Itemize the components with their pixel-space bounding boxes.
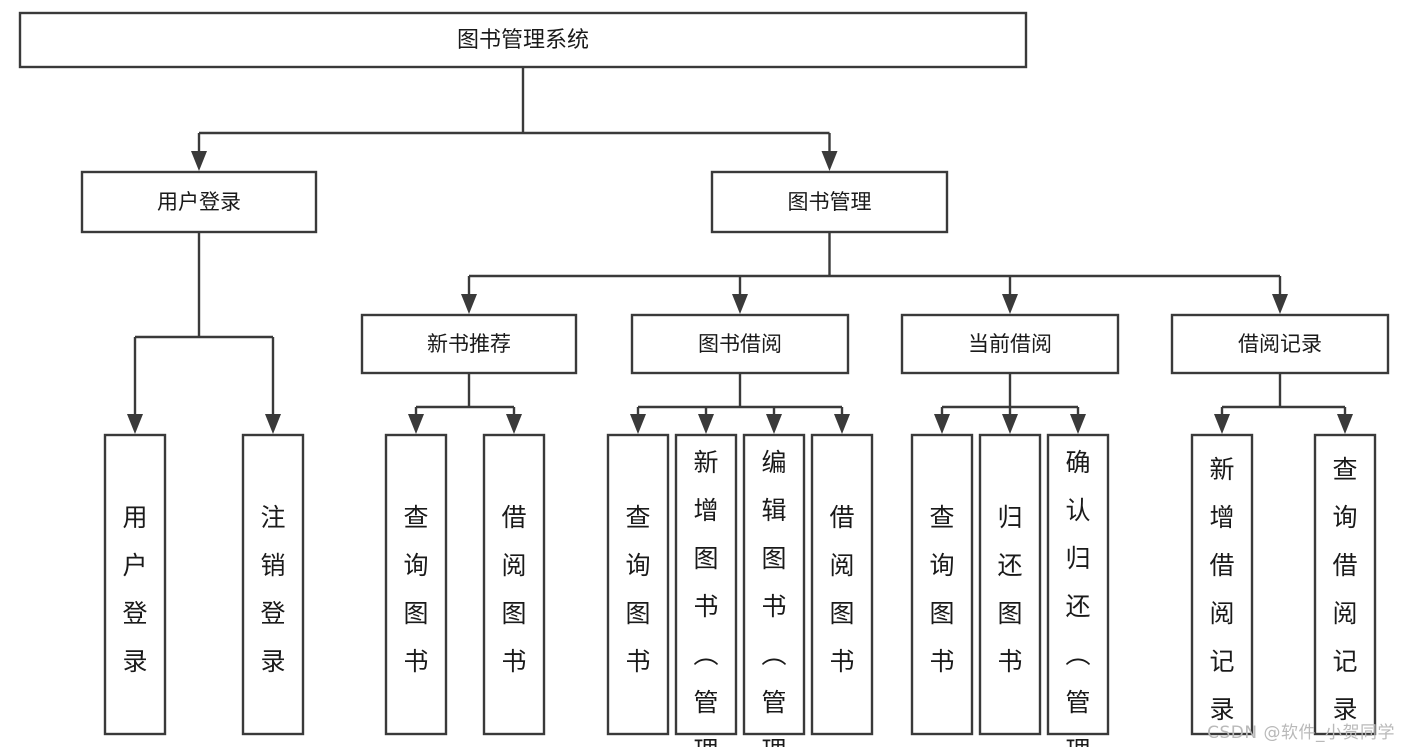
arrow-head-icon [1070, 414, 1086, 434]
arrow-head-icon [834, 414, 850, 434]
leaf-box-leaf-user-login[interactable] [103, 433, 167, 736]
leaf-label-leaf-query-book-2: 查询图书 [625, 503, 650, 676]
leaf-box-leaf-query-record[interactable] [1313, 433, 1377, 736]
leaf-node-leaf-query-book-3[interactable]: 查询图书 [910, 433, 974, 736]
level3-label-borrow-record: 借阅记录 [1238, 332, 1322, 356]
node-box-undefined[interactable] [18, 11, 1028, 69]
arrow-head-icon [821, 151, 838, 171]
level3-label-current-borrow: 当前借阅 [968, 332, 1052, 356]
leaf-node-leaf-add-record[interactable]: 新增借阅记录 [1190, 433, 1254, 736]
leaf-label-leaf-return-book: 归还图书 [997, 503, 1022, 676]
node-book-borrow[interactable]: 图书借阅 [630, 313, 850, 375]
root-label-undefined: 图书管理系统 [457, 28, 589, 53]
leaf-node-leaf-return-book[interactable]: 归还图书 [978, 433, 1042, 736]
level3-label-book-borrow: 图书借阅 [698, 332, 782, 356]
node-box-book-manage[interactable] [710, 170, 949, 234]
arrow-head-icon [265, 414, 281, 434]
arrow-head-icon [1337, 414, 1353, 434]
leaf-box-leaf-borrow-book-2[interactable] [810, 433, 874, 736]
leaf-label-leaf-user-login: 用户登录 [122, 503, 147, 676]
level2-label-book-manage: 图书管理 [788, 190, 872, 214]
arrow-head-icon [1214, 414, 1230, 434]
leaf-node-leaf-edit-book[interactable]: 编辑图书︵管理员︶ [742, 433, 806, 747]
level2-label-user-login: 用户登录 [157, 190, 241, 214]
node-current-borrow[interactable]: 当前借阅 [900, 313, 1120, 375]
leaf-node-leaf-confirm-return[interactable]: 确认归还︵管理员︶ [1046, 433, 1110, 747]
leaf-box-leaf-user-logout[interactable] [241, 433, 305, 736]
node-boxes-group: 图书管理系统用户登录图书管理新书推荐图书借阅当前借阅借阅记录用户登录注销登录查询… [18, 11, 1390, 747]
leaf-label-leaf-add-book: 新增图书︵管理员︶ [693, 448, 718, 747]
node-box-current-borrow[interactable] [900, 313, 1120, 375]
leaf-label-leaf-confirm-return: 确认归还︵管理员︶ [1065, 448, 1090, 747]
node-undefined[interactable]: 图书管理系统 [18, 11, 1028, 69]
leaf-node-leaf-user-logout[interactable]: 注销登录 [241, 433, 305, 736]
leaf-label-leaf-borrow-book-2: 借阅图书 [829, 503, 854, 676]
arrow-head-icon [408, 414, 424, 434]
arrow-head-icon [461, 294, 477, 314]
leaf-label-leaf-edit-book: 编辑图书︵管理员︶ [761, 448, 786, 747]
arrow-head-icon [630, 414, 646, 434]
arrow-head-icon [1002, 414, 1018, 434]
level3-label-new-book-rec: 新书推荐 [427, 332, 511, 356]
leaf-node-leaf-query-book-2[interactable]: 查询图书 [606, 433, 670, 736]
node-new-book-rec[interactable]: 新书推荐 [360, 313, 578, 375]
arrow-head-icon [934, 414, 950, 434]
leaf-node-leaf-user-login[interactable]: 用户登录 [103, 433, 167, 736]
node-box-user-login[interactable] [80, 170, 318, 234]
leaf-node-leaf-borrow-book-1[interactable]: 借阅图书 [482, 433, 546, 736]
csdn-watermark: CSDN @软件_小贺同学 [1207, 723, 1395, 743]
leaf-box-leaf-add-record[interactable] [1190, 433, 1254, 736]
arrow-head-icon [1002, 294, 1018, 314]
leaf-box-leaf-query-book-2[interactable] [606, 433, 670, 736]
leaf-box-leaf-confirm-return[interactable] [1046, 433, 1110, 736]
node-box-book-borrow[interactable] [630, 313, 850, 375]
leaf-box-leaf-query-book-3[interactable] [910, 433, 974, 736]
leaf-node-leaf-query-book-1[interactable]: 查询图书 [384, 433, 448, 736]
node-user-login[interactable]: 用户登录 [80, 170, 318, 234]
leaf-node-leaf-add-book[interactable]: 新增图书︵管理员︶ [674, 433, 738, 747]
leaf-box-leaf-add-book[interactable] [674, 433, 738, 736]
connector-lines-group [127, 67, 1353, 434]
node-borrow-record[interactable]: 借阅记录 [1170, 313, 1390, 375]
node-book-manage[interactable]: 图书管理 [710, 170, 949, 234]
leaf-label-leaf-query-record: 查询借阅记录 [1332, 455, 1357, 724]
node-box-borrow-record[interactable] [1170, 313, 1390, 375]
arrow-head-icon [732, 294, 748, 314]
arrow-head-icon [191, 151, 207, 171]
leaf-label-leaf-query-book-3: 查询图书 [929, 503, 954, 676]
arrow-head-icon [766, 414, 782, 434]
leaf-box-leaf-return-book[interactable] [978, 433, 1042, 736]
leaf-label-leaf-user-logout: 注销登录 [260, 503, 285, 676]
leaf-label-leaf-add-record: 新增借阅记录 [1209, 455, 1234, 724]
arrow-head-icon [1272, 294, 1288, 314]
leaf-box-leaf-edit-book[interactable] [742, 433, 806, 736]
arrow-head-icon [506, 414, 522, 434]
leaf-label-leaf-query-book-1: 查询图书 [403, 503, 428, 676]
leaf-label-leaf-borrow-book-1: 借阅图书 [501, 503, 526, 676]
arrow-head-icon [127, 414, 143, 434]
leaf-node-leaf-query-record[interactable]: 查询借阅记录 [1313, 433, 1377, 736]
arrow-head-icon [698, 414, 714, 434]
leaf-box-leaf-borrow-book-1[interactable] [482, 433, 546, 736]
node-box-new-book-rec[interactable] [360, 313, 578, 375]
leaf-box-leaf-query-book-1[interactable] [384, 433, 448, 736]
leaf-node-leaf-borrow-book-2[interactable]: 借阅图书 [810, 433, 874, 736]
